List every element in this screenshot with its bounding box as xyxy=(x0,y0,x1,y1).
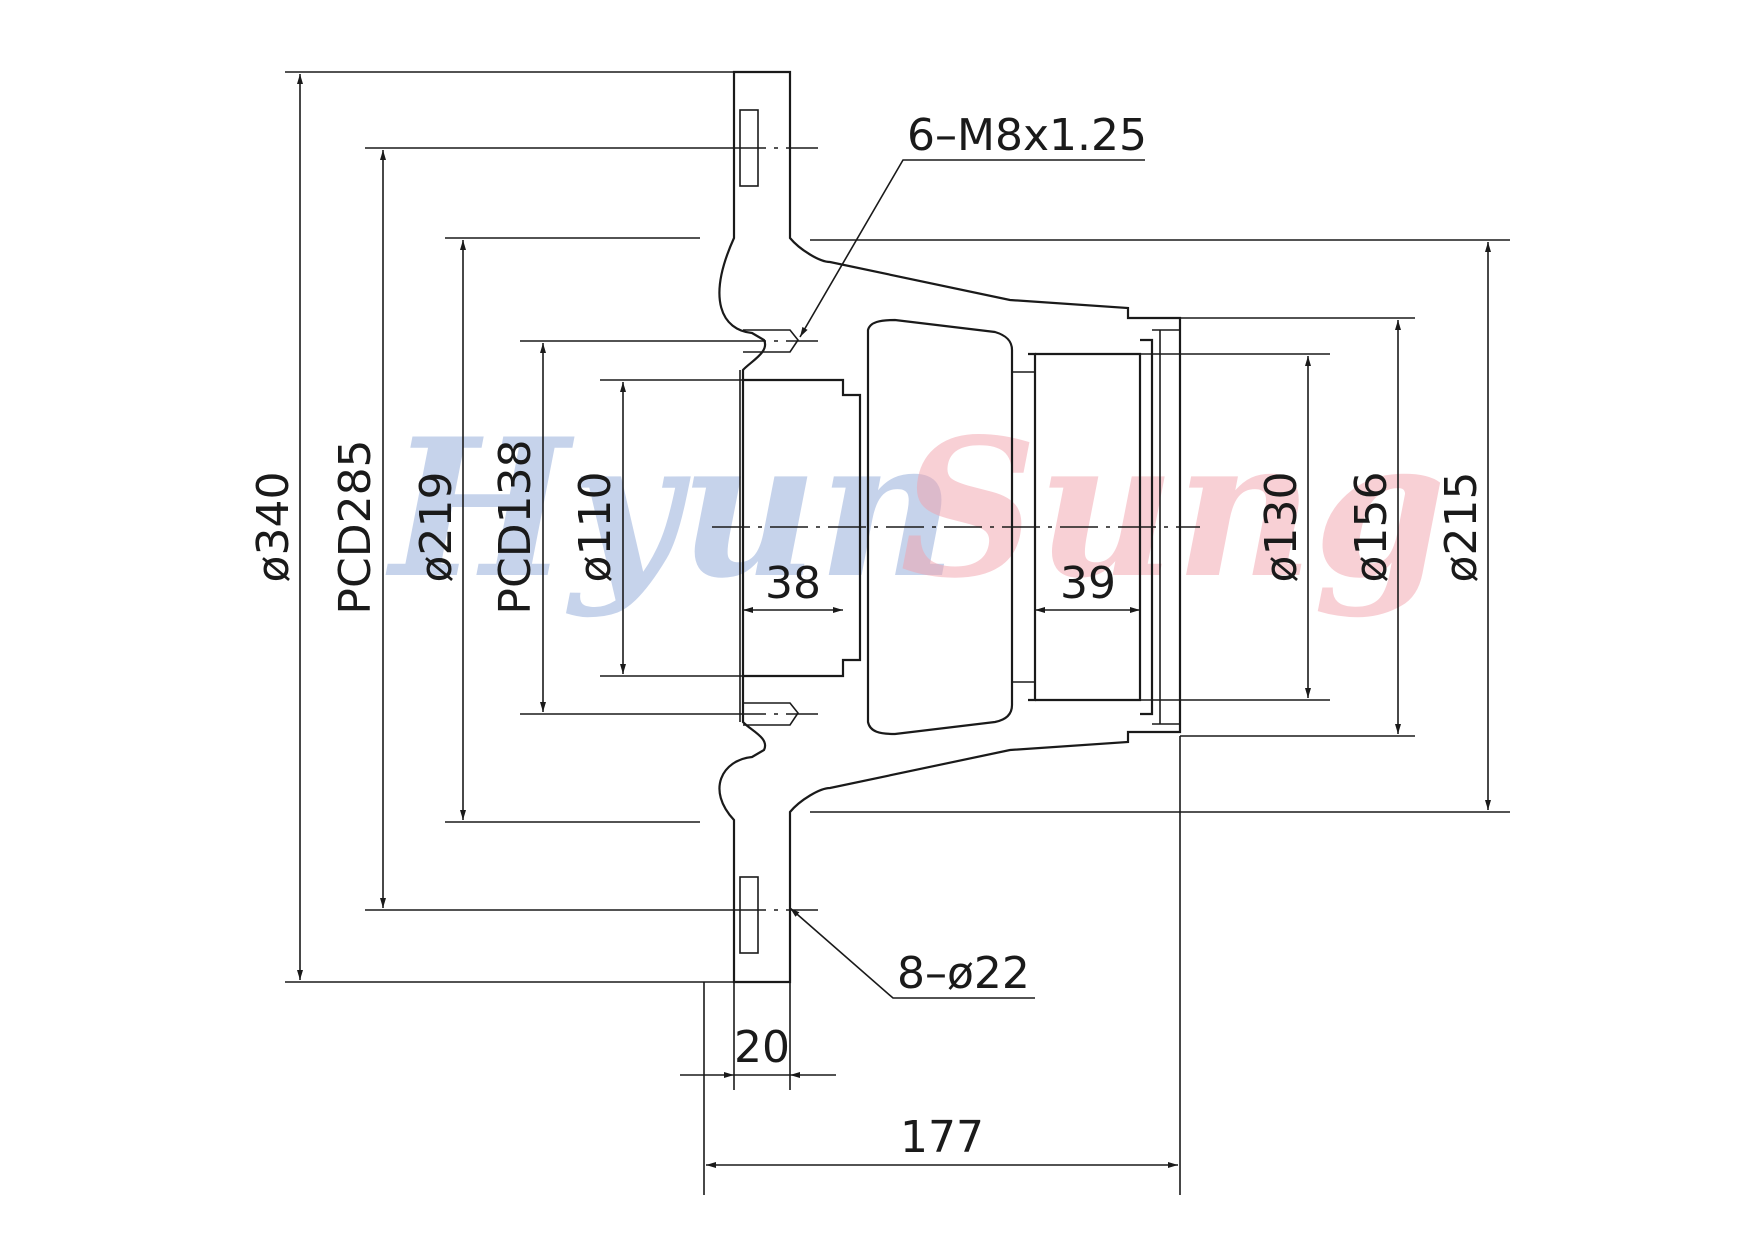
label-d219: ø219 xyxy=(411,472,462,583)
label-d130: ø130 xyxy=(1256,472,1307,583)
label-38: 38 xyxy=(765,558,821,609)
label-39: 39 xyxy=(1060,558,1116,609)
bolt-hole-bottom xyxy=(739,876,759,954)
label-pcd285: PCD285 xyxy=(330,439,381,614)
tapped-hole-bottom xyxy=(743,702,799,726)
watermark-text-red: Sung xyxy=(900,397,1446,620)
leader-bolt xyxy=(789,907,1035,999)
label-20: 20 xyxy=(734,1022,790,1073)
dimension-lines xyxy=(297,74,1491,1168)
label-d156: ø156 xyxy=(1346,472,1397,583)
tapped-hole-top xyxy=(743,329,799,353)
extension-lines xyxy=(285,71,1510,1195)
label-d110: ø110 xyxy=(570,472,621,583)
watermark-text-blue: Hyun xyxy=(385,397,956,620)
label-d340: ø340 xyxy=(248,472,299,583)
flange-outline xyxy=(718,70,1182,984)
leader-tapped xyxy=(799,159,1145,338)
label-tapped-holes: 6–M8x1.25 xyxy=(907,110,1147,161)
inner-cavity xyxy=(866,318,1014,736)
label-bolt-holes: 8–ø22 xyxy=(897,948,1030,999)
label-177: 177 xyxy=(900,1112,984,1163)
label-d215: ø215 xyxy=(1436,472,1487,583)
dimension-labels: ø340 PCD285 ø219 PCD138 ø110 ø130 ø156 ø… xyxy=(248,110,1487,1163)
label-pcd138: PCD138 xyxy=(490,439,541,614)
